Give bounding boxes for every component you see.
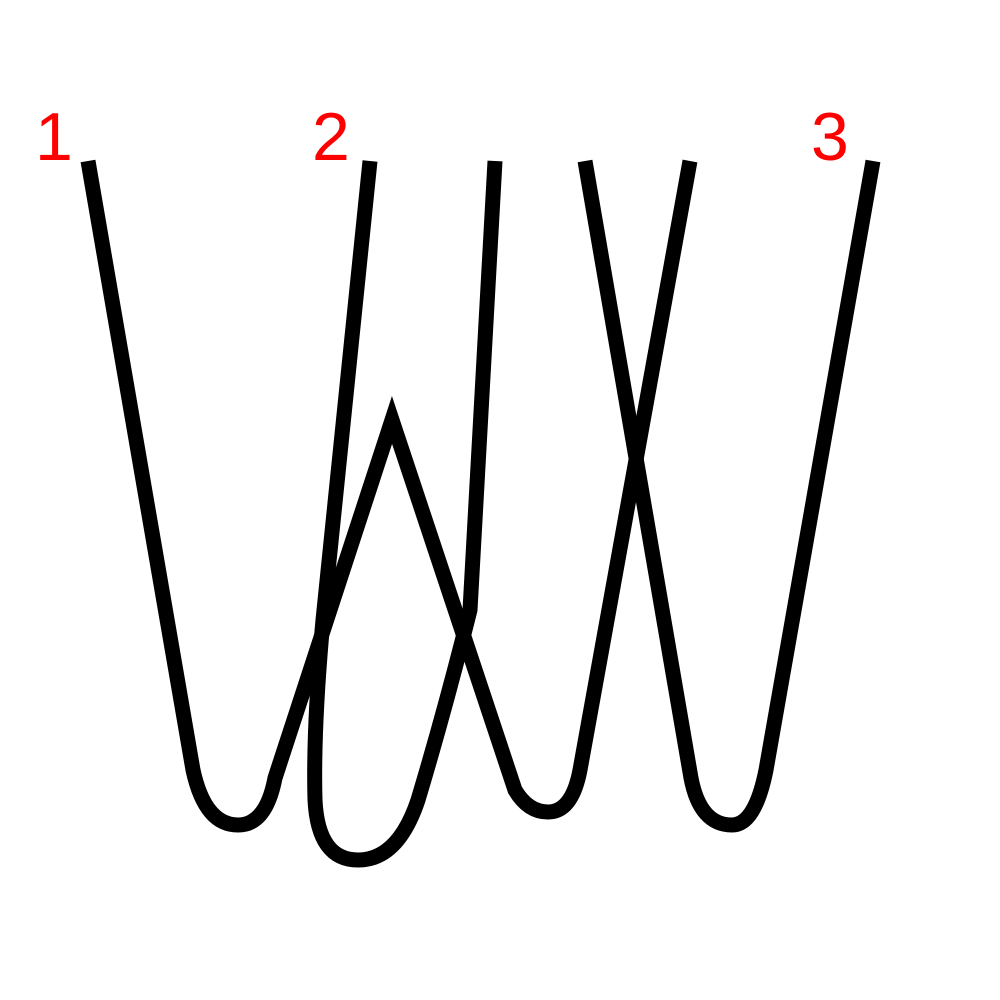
- curve-from-start-2: [307, 160, 503, 868]
- curve-from-start-3: [577, 159, 881, 833]
- start-label-3: 3: [811, 99, 849, 175]
- curve-from-start-1: [80, 159, 698, 833]
- start-label-1: 1: [35, 99, 73, 175]
- start-label-2: 2: [312, 99, 350, 175]
